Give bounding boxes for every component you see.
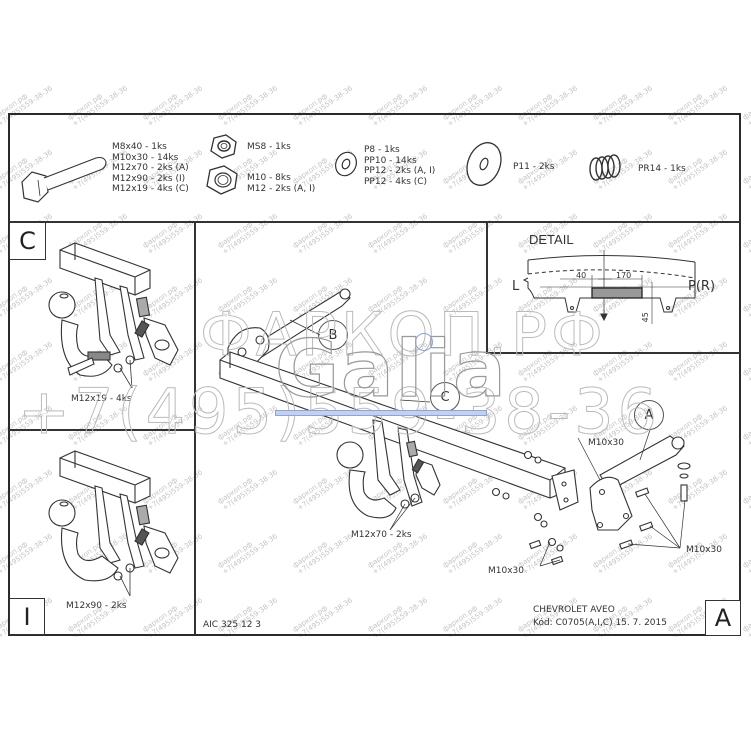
c-i-divider bbox=[9, 429, 195, 431]
bolt-spec-list: M8x40 - 1ks M10x30 - 14ks M12x70 - 2ks (… bbox=[112, 142, 189, 195]
watermark-logo-dot bbox=[415, 333, 433, 351]
small-watermark: фаркоп.рф+7(495)559-38-36 bbox=[741, 84, 751, 129]
nut-spec-line: M12 - 2ks (A, I) bbox=[247, 183, 316, 194]
washer-icon bbox=[335, 151, 357, 177]
panel-c-letter-box: C bbox=[9, 222, 46, 260]
detail-right-label: P(R) bbox=[688, 279, 716, 294]
panel-a-letter-box: A bbox=[705, 600, 741, 636]
callout-b: B bbox=[318, 320, 348, 350]
hex-nut-spec-list: M10 - 8ks M12 - 2ks (A, I) bbox=[247, 173, 315, 194]
callout-a-label: A bbox=[644, 407, 654, 423]
vehicle-model: CHEVROLET AVEO bbox=[533, 605, 615, 615]
small-watermark: фаркоп.рф+7(495)559-38-36 bbox=[741, 276, 751, 321]
panel-i-letter: I bbox=[23, 602, 31, 631]
bolt-spec-line: M12x70 - 2ks (A) bbox=[112, 163, 189, 173]
m10x30-right-label: M10x30 bbox=[686, 545, 722, 555]
watermark-logo-underline bbox=[275, 410, 487, 416]
large-washer-icon bbox=[466, 142, 502, 186]
washer-spec-line: PP12 - 4ks (C) bbox=[364, 176, 428, 187]
small-watermark: фаркоп.рф+7(495)559-38-36 bbox=[741, 148, 751, 193]
nut-spec-line: M10 - 8ks bbox=[247, 173, 291, 183]
callout-b-label: B bbox=[328, 327, 338, 343]
bumper-cross-section-diagram bbox=[522, 250, 696, 324]
washer-spec-list: P8 - 1ks PP10 - 14ks PP12 - 2ks (A, I) P… bbox=[364, 145, 435, 187]
m12x70-label: M12x70 - 2ks bbox=[351, 530, 412, 540]
bolt-spec-line: M8x40 - 1ks bbox=[112, 142, 167, 152]
towbar-hook-i-drawing bbox=[48, 450, 179, 597]
bolt-icon bbox=[21, 156, 107, 203]
detail-left-label: L bbox=[512, 279, 520, 294]
panel-i-letter-box: I bbox=[9, 598, 45, 635]
detail-title: DETAIL bbox=[529, 232, 574, 247]
self-locking-nut-spec: MS8 - 1ks bbox=[247, 142, 291, 153]
left-column-divider bbox=[194, 221, 196, 635]
detail-box-left bbox=[486, 221, 488, 352]
drawing-code-date: Kód: C0705(A,I,C) 15. 7. 2015 bbox=[533, 618, 667, 628]
washer-spec-line: PP10 - 14ks bbox=[364, 155, 417, 166]
small-watermark: фаркоп.рф+7(495)559-38-36 bbox=[741, 468, 751, 513]
bolt-spec-line: M10x30 - 14ks bbox=[112, 152, 179, 163]
washer-spec-line: PP12 - 2ks (A, I) bbox=[364, 166, 436, 176]
panel-c-bolt-label: M12x19 - 4ks bbox=[71, 394, 132, 404]
spring-washer-icon bbox=[589, 154, 621, 181]
bolt-spec-line: M12x19 - 4ks (C) bbox=[112, 184, 189, 194]
panel-c-letter: C bbox=[19, 227, 36, 255]
washer-spec-line: P11 - 2ks bbox=[513, 162, 555, 172]
detail-dim-170: 170 bbox=[616, 271, 632, 280]
m10x30-top-label: M10x30 bbox=[588, 438, 624, 448]
washer-spec-line: P8 - 1ks bbox=[364, 145, 400, 155]
small-watermark: фаркоп.рф+7(495)559-38-36 bbox=[741, 532, 751, 577]
small-watermark: фаркоп.рф+7(495)559-38-36 bbox=[741, 340, 751, 385]
hex-nut-icon bbox=[206, 165, 238, 195]
spring-washer-spec: PR14 - 1ks bbox=[638, 164, 686, 175]
watermark-site: ФАРКОП.РФ bbox=[200, 300, 607, 371]
drawing-frame bbox=[8, 113, 741, 636]
m10x30-bottom-label: M10x30 bbox=[488, 566, 524, 576]
callout-c-label: C bbox=[440, 389, 450, 405]
nut-spec-line: MS8 - 1ks bbox=[247, 142, 291, 152]
self-locking-nut-icon bbox=[210, 134, 237, 159]
detail-box-bottom bbox=[486, 352, 740, 354]
small-watermark: фаркоп.рф+7(495)559-38-36 bbox=[741, 212, 751, 257]
parts-divider bbox=[9, 221, 740, 223]
towbar-main-assembly-drawing bbox=[219, 288, 691, 567]
washer-spec-line: PR14 - 1ks bbox=[638, 164, 686, 174]
drawing-number: AIC 325 12 3 bbox=[203, 620, 262, 630]
bolt-spec-line: M12x90 - 2ks (I) bbox=[112, 173, 186, 184]
towbar-hook-c-drawing bbox=[48, 242, 179, 389]
small-watermark: фаркоп.рф+7(495)559-38-36 bbox=[741, 596, 751, 641]
panel-a-letter: A bbox=[714, 604, 732, 632]
detail-dim-40: 40 bbox=[576, 271, 587, 280]
watermark-logo: Galia bbox=[274, 324, 508, 415]
large-washer-spec: P11 - 2ks bbox=[513, 162, 554, 173]
panel-i-bolt-label: M12x90 - 2ks bbox=[66, 601, 127, 611]
small-watermark: фаркоп.рф+7(495)559-38-36 bbox=[741, 404, 751, 449]
callout-a: A bbox=[634, 400, 664, 430]
